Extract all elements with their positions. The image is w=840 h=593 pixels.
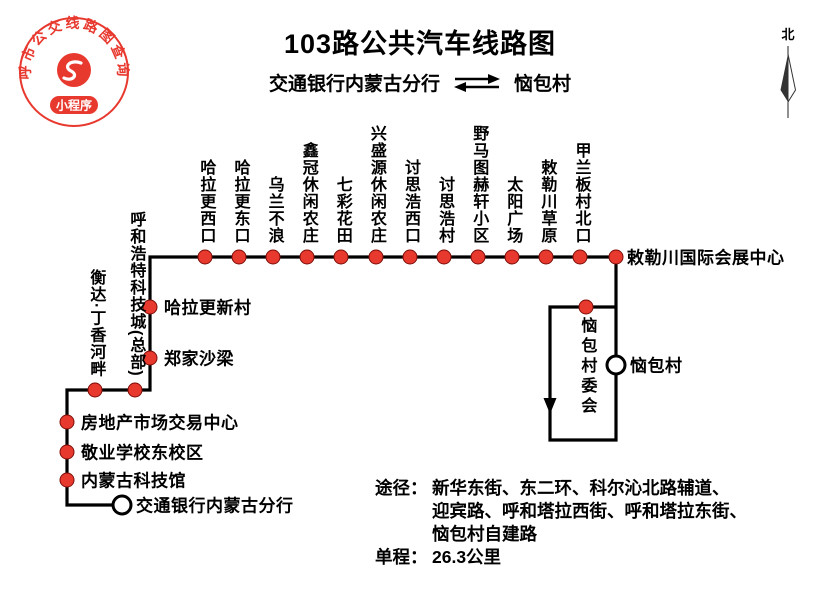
station-dot [59,472,75,488]
map-title: 103路公共汽车线路图 [283,29,557,59]
logo-swirl [62,60,83,81]
station-label: 哈拉更西口 [197,159,215,244]
station-label: 讨思浩村 [436,176,454,244]
station-dot [127,382,143,398]
station-dot [578,299,594,315]
station-dot [59,414,75,430]
via-line-2: 迎宾路、呼和塔拉西街、呼和塔拉东街、 [432,501,747,521]
via-line-1: 新华东街、东二环、科尔沁北路辅道、 [432,478,730,498]
via-line-3: 恼包村自建路 [432,524,537,544]
station-dot [368,249,383,265]
station-label: 房地产市场交易中心 [81,413,239,433]
station-label: 哈拉更新村 [164,298,252,318]
station-label-start-terminus: 交通银行内蒙古分行 [136,496,294,516]
station-label: 甲兰板村北口 [572,142,590,244]
station-label-right-corner: 敕勒川国际会展中心 [627,248,785,268]
via-label: 途径： [375,478,428,498]
terminus-circle [111,494,133,516]
terminus-b-label: 恼包村 [514,74,572,95]
terminus-circle [605,354,627,376]
distance-label: 单程： [375,547,428,567]
compass-north-indicator: 北 [780,27,797,118]
station-label: 兴盛源休闲农庄 [367,125,385,244]
station-label: 鑫冠休闲农庄 [299,142,317,244]
station-dot [608,249,624,265]
station-label-loop-stop: 恼包村委会 [578,317,596,417]
compass-needle-icon [780,54,788,102]
station-label: 哈拉更东口 [231,159,249,244]
station-dot [538,249,554,265]
station-label: 衡达·丁香河畔 [87,268,105,377]
station-label: 敬业学校东校区 [81,443,204,463]
station-label: 七彩花田 [333,176,351,244]
terminus-a-label: 交通银行内蒙古分行 [268,74,440,95]
station-dot [572,249,588,265]
station-label: 乌兰不浪 [265,176,283,244]
direction-arrow-icon [543,398,557,414]
miniprogram-badge-text: 小程序 [56,98,92,113]
station-label: 郑家沙梁 [164,349,234,369]
miniprogram-stamp-logo: 呼市公交线路图查询 小程序 [17,15,129,127]
station-label: 讨思浩西口 [401,159,419,244]
station-dot [231,249,247,265]
distance-value: 26.3公里 [432,547,502,567]
station-label: 内蒙古科技馆 [81,471,186,491]
route-info: 途径： 新华东街、东二环、科尔沁北路辅道、 迎宾路、呼和塔拉西街、呼和塔拉东街、… [375,477,747,569]
station-label: 野马图赫轩小区 [470,125,488,244]
station-dot [142,299,158,315]
via-streets: 新华东街、东二环、科尔沁北路辅道、 迎宾路、呼和塔拉西街、呼和塔拉东街、 恼包村… [432,477,747,546]
miniprogram-badge [50,96,98,114]
logo-center-icon [57,53,91,87]
station-dot [333,249,349,265]
route-endpoints-header: 交通银行内蒙古分行 恼包村 [0,69,840,96]
station-dot [265,249,281,265]
station-dot [59,444,75,460]
station-label: 太阳广场 [504,176,522,244]
station-dot [142,350,158,366]
station-dot [299,249,315,265]
station-dot [470,249,486,265]
station-dot [402,249,418,265]
station-dot [197,249,213,265]
station-label: 敕勒川草原 [538,159,556,244]
station-dot [87,382,103,398]
station-dot [436,249,452,265]
north-label: 北 [781,27,794,42]
station-dot [504,249,520,265]
two-way-arrows-icon [454,73,500,92]
station-label-loop-terminus: 恼包村 [630,356,683,376]
station-label: 呼和浩特科技城(总部) [127,211,145,377]
